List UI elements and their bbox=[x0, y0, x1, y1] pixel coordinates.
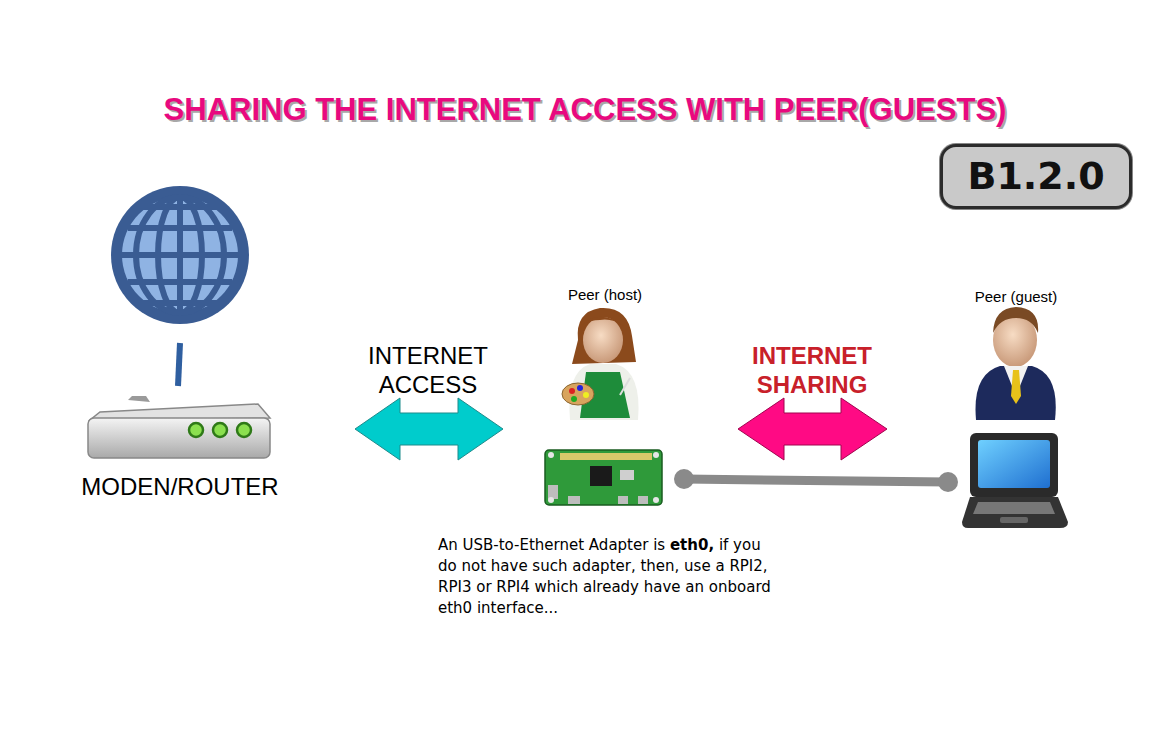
version-badge: B1.2.0 bbox=[940, 144, 1132, 209]
router-label: MODEN/ROUTER bbox=[65, 472, 295, 501]
raspberry-pi-board bbox=[545, 450, 662, 505]
uplink-wire bbox=[178, 343, 180, 386]
peer-label: Peer (host) bbox=[568, 286, 642, 303]
arrow-label: INTERNET ACCESS bbox=[353, 341, 503, 399]
laptop-icon bbox=[962, 433, 1068, 528]
sharing-arrow bbox=[738, 398, 887, 460]
guest-person bbox=[976, 307, 1056, 420]
note-text: An USB-to-Ethernet Adapter is bbox=[438, 536, 665, 554]
badge-text: B1.2.0 bbox=[967, 154, 1104, 198]
diagram-title: SHARING THE INTERNET ACCESS WITH PEER(GU… bbox=[164, 92, 1007, 128]
ethernet-cable bbox=[674, 469, 958, 492]
arrow-label: INTERNET SHARING bbox=[737, 341, 887, 399]
host-person bbox=[562, 308, 639, 420]
router-icon bbox=[88, 396, 270, 458]
peer-label: Peer (guest) bbox=[975, 288, 1058, 305]
adapter-note: An USB-to-Ethernet Adapter is eth0, if y… bbox=[438, 535, 783, 619]
globe-icon bbox=[111, 186, 249, 324]
note-text: eth0, bbox=[670, 536, 714, 554]
access-arrow bbox=[355, 398, 503, 460]
